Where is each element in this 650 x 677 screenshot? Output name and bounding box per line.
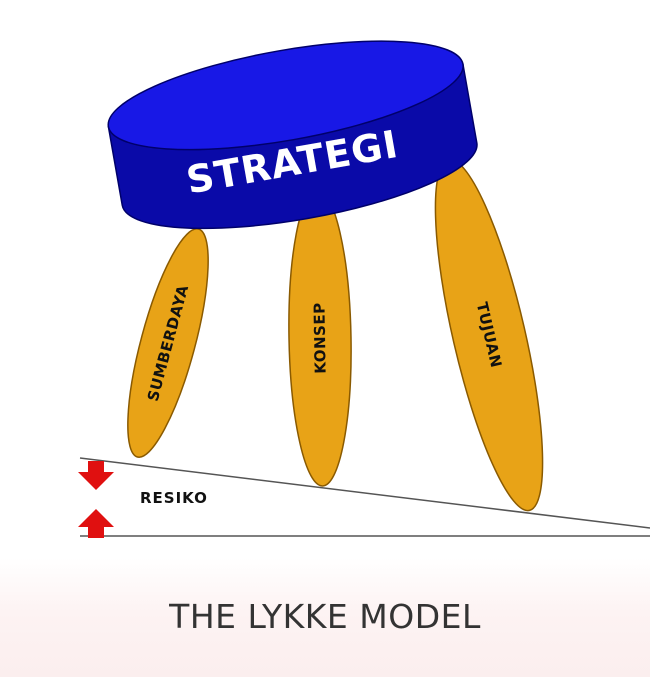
leg-konsep-label: KONSEP	[310, 302, 329, 374]
caption-band	[0, 558, 650, 677]
risk-down-arrow-icon	[78, 461, 114, 490]
leg-konsep: KONSEP	[288, 189, 352, 487]
leg-sumberdaya: SUMBERDAYA	[127, 228, 209, 458]
risk-label: RESIKO	[140, 489, 208, 507]
slope-line	[79, 457, 650, 529]
diagram-caption: THE LYKKE MODEL	[169, 597, 481, 636]
risk-up-arrow-icon	[78, 509, 114, 538]
leg-tujuan: TUJUAN	[434, 158, 544, 512]
seat-strategi: STRATEGI	[107, 40, 478, 230]
